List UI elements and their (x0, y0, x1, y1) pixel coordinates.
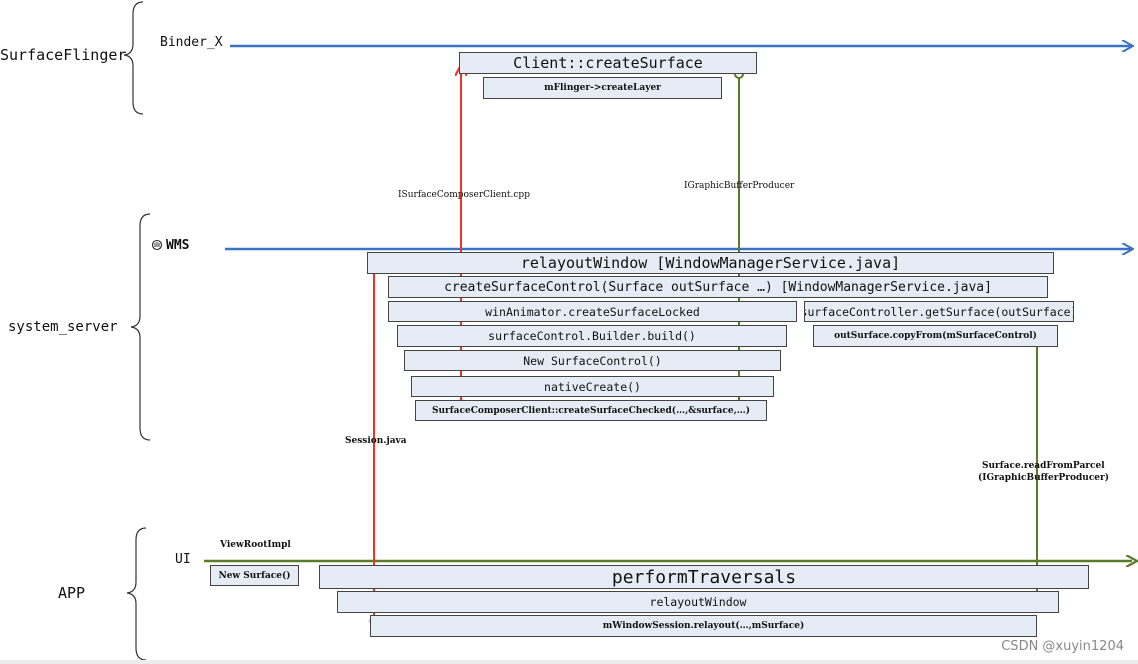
create-surface-control-box: createSurfaceControl(Surface outSurface … (388, 276, 1048, 298)
brace-app (126, 527, 147, 661)
out-surface-copy-box: outSurface.copyFrom(mSurfaceControl) (813, 325, 1058, 347)
readfromparcel-label-2: (IGraphicBufferProducer) (978, 473, 1110, 483)
relayout-window-wms-box: relayoutWindow [WindowManagerService.jav… (367, 252, 1054, 274)
hand-icon (151, 239, 163, 251)
mflinger-create-layer-box: mFlinger->createLayer (483, 77, 722, 99)
brace-system-server (130, 213, 151, 441)
mwindow-session-relayout-box: mWindowSession.relayout(…,mSurface) (370, 615, 1037, 637)
relayout-window-app-box: relayoutWindow (337, 591, 1059, 613)
bottom-bar (0, 660, 1138, 664)
thread-wms: WMS (166, 238, 190, 253)
section-surfaceflinger: SurfaceFlinger (0, 46, 127, 64)
client-create-surface-box: Client::createSurface (459, 52, 757, 74)
brace-surfaceflinger (123, 1, 144, 115)
igraphicbufferproducer-label: IGraphicBufferProducer (684, 181, 795, 191)
thread-ui: UI (175, 552, 191, 567)
create-surface-checked-box: SurfaceComposerClient::createSurfaceChec… (415, 400, 767, 421)
readfromparcel-label-1: Surface.readFromParcel (982, 461, 1105, 471)
section-system-server: system_server (8, 319, 118, 335)
thread-binder: Binder_X (160, 35, 223, 50)
new-surface-box: New Surface() (210, 565, 299, 586)
win-animator-box: winAnimator.createSurfaceLocked (388, 301, 797, 322)
section-app: APP (58, 584, 86, 602)
watermark: CSDN @xuyin1204 (1001, 639, 1124, 654)
session-java-label: Session.java (345, 436, 407, 446)
surface-controller-get-box: surfaceController.getSurface(outSurface) (804, 301, 1074, 322)
isurfacecomposerclient-label: ISurfaceComposerClient.cpp (398, 190, 530, 200)
native-create-box: nativeCreate() (411, 376, 774, 397)
new-surface-control-box: New SurfaceControl() (404, 350, 781, 371)
builder-build-box: surfaceControl.Builder.build() (397, 325, 787, 347)
perform-traversals-box: performTraversals (319, 565, 1089, 589)
viewrootimpl-label: ViewRootImpl (220, 540, 291, 550)
